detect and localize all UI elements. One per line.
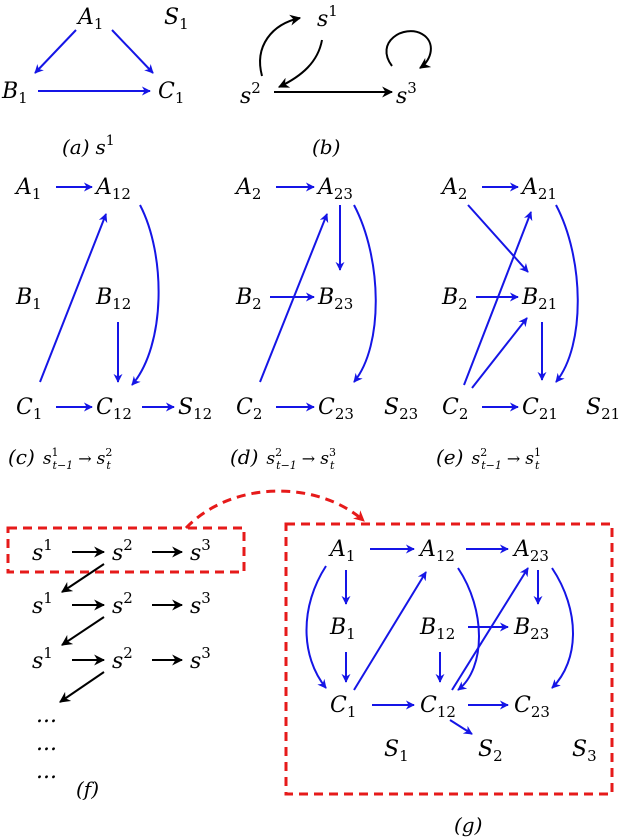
node-b12: B12 [95, 285, 131, 313]
node-b21: B21 [521, 285, 557, 313]
edge-a12-c12 [457, 567, 480, 691]
caption-f: (f) [76, 777, 99, 801]
edge-a12-c12 [131, 204, 160, 386]
state-s2: s2 [240, 79, 261, 109]
node-c23: C23 [514, 693, 550, 721]
state-label-s3: S3 [572, 737, 597, 765]
panel-f: s1 s2 s3 s1 s2 s3 s1 s2 s3 ... ... ... (… [6, 489, 365, 801]
edge-a1-b1 [34, 29, 77, 74]
transition-wrap-2 [61, 616, 105, 646]
edge-a1-c1 [305, 565, 327, 689]
edge-a2-b21 [467, 204, 529, 273]
node-c2: C2 [442, 395, 468, 423]
node-c1: C1 [158, 79, 184, 107]
edge-c2-b21 [471, 317, 528, 389]
node-a2: A2 [234, 175, 261, 203]
edge-a23-c23 [353, 204, 377, 383]
node-a1: A1 [76, 5, 103, 33]
transition-s1-s2 [278, 39, 323, 88]
node-b1: B1 [15, 285, 42, 313]
state-label-s2: S2 [478, 737, 503, 765]
state-label-s1: S1 [384, 737, 409, 765]
state-s2: s2 [112, 644, 133, 674]
edge-a23-c23 [551, 567, 574, 689]
state-s3: s3 [190, 644, 211, 674]
panel-a: A1 S1 B1 C1 (a)s1 [1, 5, 189, 159]
panel-g: A1 A12 A23 B1 B12 B23 C1 C12 C23 S1 S2 S… [284, 522, 614, 837]
node-a21: A21 [520, 175, 557, 203]
caption-g: (g) [454, 813, 482, 837]
state-s2: s2 [112, 589, 133, 619]
node-b1: B1 [329, 615, 356, 643]
node-a1: A1 [14, 175, 41, 203]
transition-s2-s1 [259, 14, 302, 77]
node-b23: B23 [513, 615, 549, 643]
node-c12: C12 [420, 693, 456, 721]
edge-c1-a12 [39, 213, 108, 383]
node-b2: B2 [441, 285, 468, 313]
node-c1: C1 [330, 693, 356, 721]
caption-a: (a)s1 [62, 133, 115, 159]
state-label-s1: S1 [164, 5, 189, 33]
state-s3: s3 [190, 589, 211, 619]
edge-c2-a21 [463, 211, 533, 386]
highlight-box-f [6, 526, 246, 574]
transition-wrap-3 [59, 671, 105, 703]
state-label: S21 [586, 395, 620, 423]
edge-a21-c21 [555, 204, 579, 383]
edge-a1-c1 [111, 29, 154, 74]
state-s1: s1 [32, 589, 53, 619]
node-c21: C21 [522, 395, 558, 423]
edge-c12-a23 [451, 567, 529, 691]
node-a23: A23 [512, 537, 549, 565]
state-label: S12 [178, 395, 212, 423]
transition-wrap-1 [61, 563, 105, 593]
ellipsis: ... [36, 731, 57, 756]
caption-b: (b) [312, 135, 340, 159]
state-s1: s1 [32, 536, 53, 566]
node-c23: C23 [318, 395, 354, 423]
highlight-box-g [284, 522, 614, 796]
state-s1: s1 [317, 2, 338, 32]
node-a2: A2 [440, 175, 467, 203]
node-c2: C2 [236, 395, 262, 423]
ellipsis: ... [36, 759, 57, 784]
node-c12: C12 [96, 395, 132, 423]
node-a1: A1 [328, 537, 355, 565]
edge-c1-a12 [353, 571, 427, 691]
state-s3: s3 [190, 536, 211, 566]
ellipsis: ... [36, 703, 57, 728]
node-a23: A23 [316, 175, 353, 203]
state-label: S23 [384, 395, 418, 423]
edge-c12-s2 [449, 719, 473, 735]
node-a12: A12 [94, 175, 131, 203]
node-a12: A12 [418, 537, 455, 565]
node-b12: B12 [419, 615, 455, 643]
transition-s3-self [385, 30, 432, 69]
node-b2: B2 [235, 285, 262, 313]
state-s1: s1 [32, 644, 53, 674]
state-s3: s3 [396, 79, 417, 109]
link-f-to-g [184, 489, 365, 530]
panel-b: s1 s2 s3 (b) [240, 2, 432, 159]
node-b23: B23 [317, 285, 353, 313]
state-s2: s2 [112, 536, 133, 566]
node-c1: C1 [16, 395, 42, 423]
node-b1: B1 [1, 79, 28, 107]
edge-c2-a23 [259, 213, 329, 383]
